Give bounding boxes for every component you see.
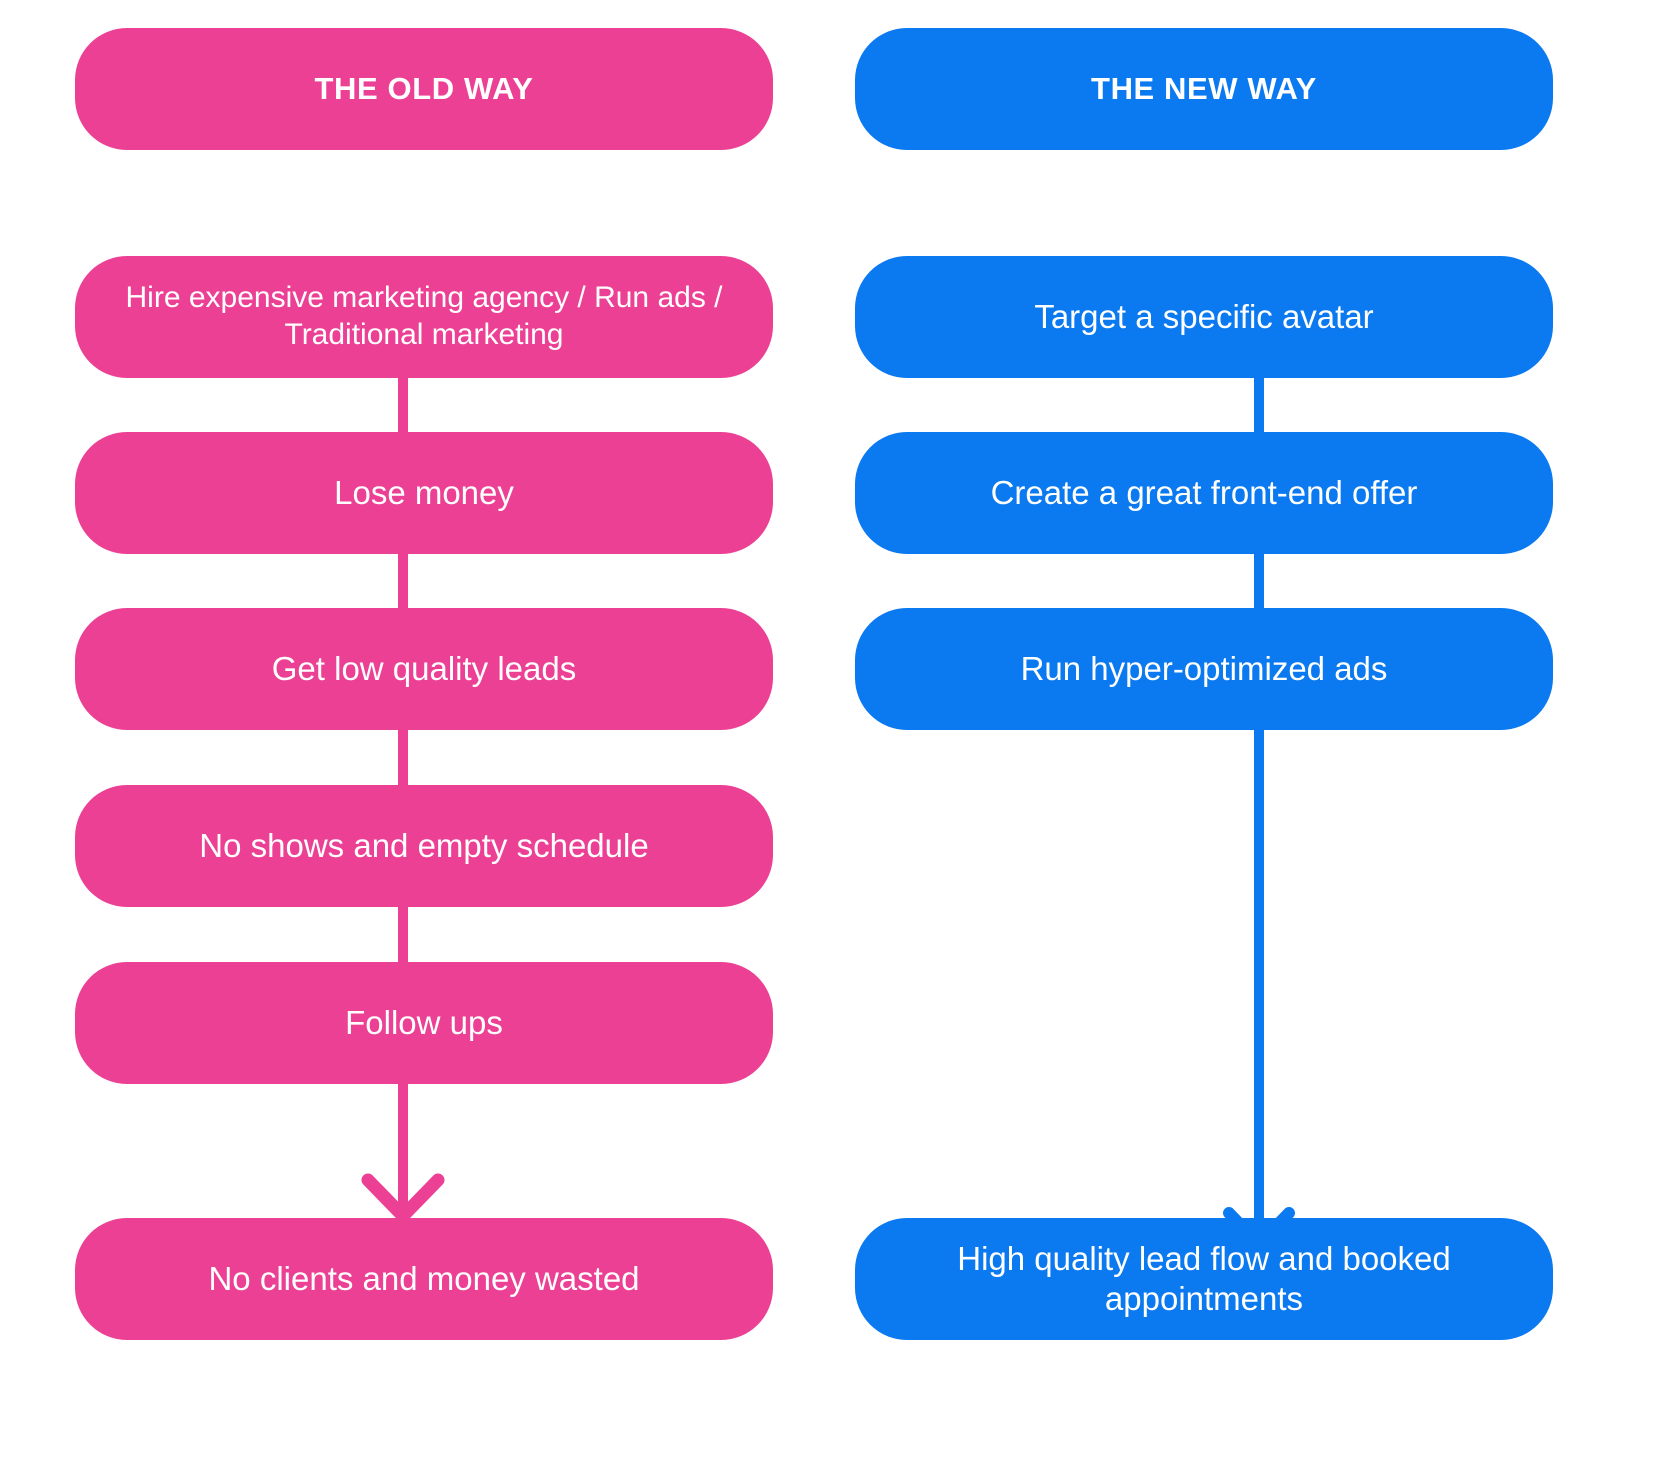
new-way-outcome: High quality lead flow and booked appoin…: [855, 1218, 1553, 1340]
new-way-step-1: Target a specific avatar: [855, 256, 1553, 378]
new-way-step-3: Run hyper-optimized ads: [855, 608, 1553, 730]
new-way-step-2: Create a great front-end offer: [855, 432, 1553, 554]
old-way-header: THE OLD WAY: [75, 28, 773, 150]
old-way-step-1: Hire expensive marketing agency / Run ad…: [75, 256, 773, 378]
old-way-arrow-icon: [361, 1150, 445, 1223]
new-way-connector-3: [1254, 730, 1264, 1235]
old-way-connector-2: [398, 554, 408, 610]
old-way-step-3: Get low quality leads: [75, 608, 773, 730]
new-way-connector-2: [1254, 554, 1264, 610]
new-way-connector-1: [1254, 378, 1264, 434]
old-way-step-5: Follow ups: [75, 962, 773, 1084]
old-way-connector-1: [398, 378, 408, 434]
new-way-column: THE NEW WAY Target a specific avatar Cre…: [855, 0, 1553, 1477]
old-way-step-4: No shows and empty schedule: [75, 785, 773, 907]
old-way-connector-4: [398, 907, 408, 963]
old-way-column: THE OLD WAY Hire expensive marketing age…: [75, 0, 773, 1477]
new-way-header: THE NEW WAY: [855, 28, 1553, 150]
old-way-connector-3: [398, 730, 408, 786]
old-way-step-2: Lose money: [75, 432, 773, 554]
old-way-outcome: No clients and money wasted: [75, 1218, 773, 1340]
